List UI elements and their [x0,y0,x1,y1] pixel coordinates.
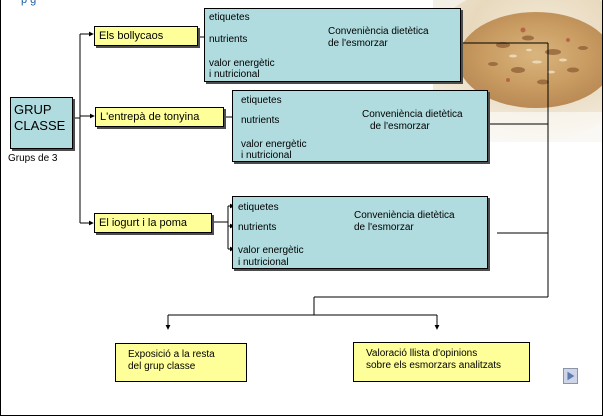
top-cropped-text: p g [21,0,37,6]
analysis-item: etiquetes [238,202,279,213]
output-line: Exposició a la resta [128,349,215,360]
analysis-box: etiquetes nutrients valor energètic i nu… [232,90,488,162]
branch-category: El iogurt i la poma [94,213,212,233]
analysis-item: i nutricional [238,257,289,268]
output-box-valuation: Valoració llista d'opinions sobre els es… [353,342,530,382]
analysis-item: i nutricional [209,69,260,80]
analysis-item: valor energètic [241,139,307,150]
groups-of-three-label: Grups de 3 [8,153,58,164]
analysis-item: etiquetes [209,12,250,23]
analysis-item: nutrients [238,222,277,233]
analysis-conclusion: de l'esmorzar [328,38,388,49]
analysis-conclusion: de l'esmorzar [354,222,414,233]
analysis-box: etiquetes nutrients valor energètic i nu… [232,196,488,269]
output-box-exposition: Exposició a la resta del grup classe [115,343,247,382]
grup-classe-box: GRUP CLASSE [10,97,73,149]
analysis-box: etiquetes nutrients valor energètic i nu… [204,8,461,82]
analysis-item: valor energètic [238,245,304,256]
analysis-item: nutrients [241,115,280,126]
analysis-conclusion: de l'esmorzar [370,121,430,132]
analysis-item: i nutricional [241,150,292,161]
output-line: del grup classe [128,361,196,372]
analysis-conclusion: Conveniència dietètica [362,109,463,120]
output-line: sobre els esmorzars analitzats [366,360,502,371]
analysis-conclusion: Conveniència dietètica [328,26,429,37]
branch-category: Els bollycaos [94,26,198,46]
next-slide-button[interactable] [563,368,578,384]
analysis-item: nutrients [209,34,248,45]
analysis-item: etiquetes [241,95,282,106]
branch-category: L'entrepà de tonyina [95,107,224,127]
analysis-item: valor energètic [209,58,275,69]
analysis-conclusion: Conveniència dietètica [354,210,455,221]
output-line: Valoració llista d'opinions [366,348,478,359]
play-triangle-icon [567,371,575,381]
